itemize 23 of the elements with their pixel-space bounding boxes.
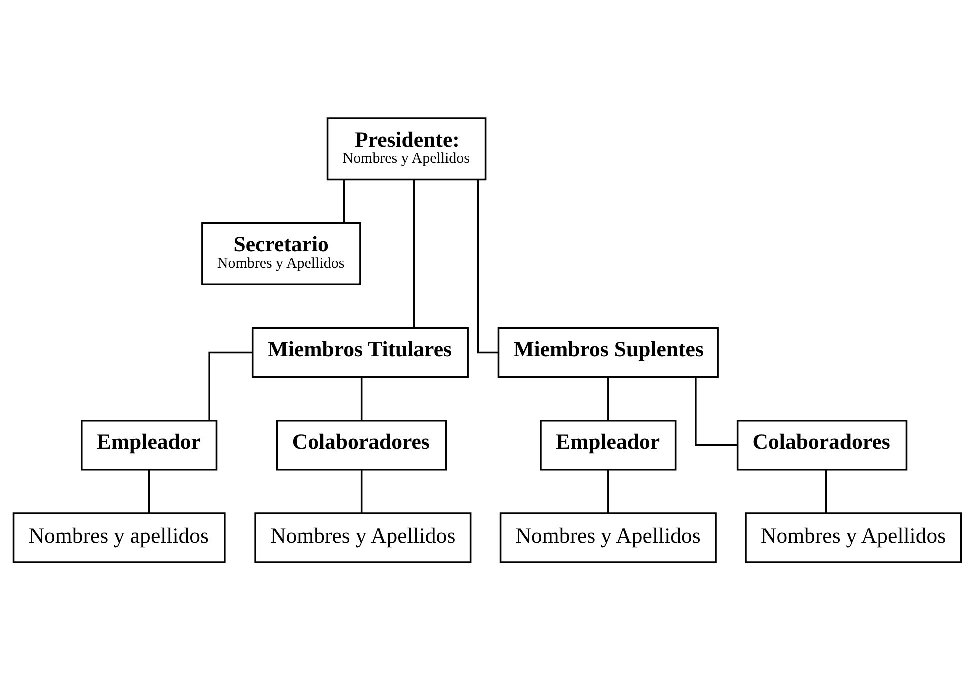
connector <box>148 470 150 513</box>
node-box: Miembros Titulares <box>252 326 469 378</box>
connector <box>825 470 828 513</box>
connector <box>695 377 738 446</box>
connector <box>343 180 345 223</box>
node-box: Presidente: Nombres y Apellidos <box>326 117 487 180</box>
connector <box>608 377 610 420</box>
node-box: Empleador <box>540 420 677 470</box>
node-box: Nombres y Apellidos <box>745 512 962 563</box>
node-box: Nombres y apellidos <box>12 512 226 563</box>
node-box: Colaboradores <box>736 420 908 470</box>
node-box: Nombres y Apellidos <box>500 512 717 563</box>
node-box: Nombres y Apellidos <box>254 512 472 563</box>
connector <box>360 470 363 513</box>
node-box: Miembros Suplentes <box>498 326 719 378</box>
connector <box>477 180 499 354</box>
connector <box>608 470 610 513</box>
connector <box>413 180 416 328</box>
node-box: Empleador <box>81 420 218 470</box>
connector <box>208 351 253 420</box>
connector <box>360 377 363 420</box>
node-box: Colaboradores <box>276 420 448 470</box>
node-box: Secretario Nombres y Apellidos <box>202 222 362 286</box>
